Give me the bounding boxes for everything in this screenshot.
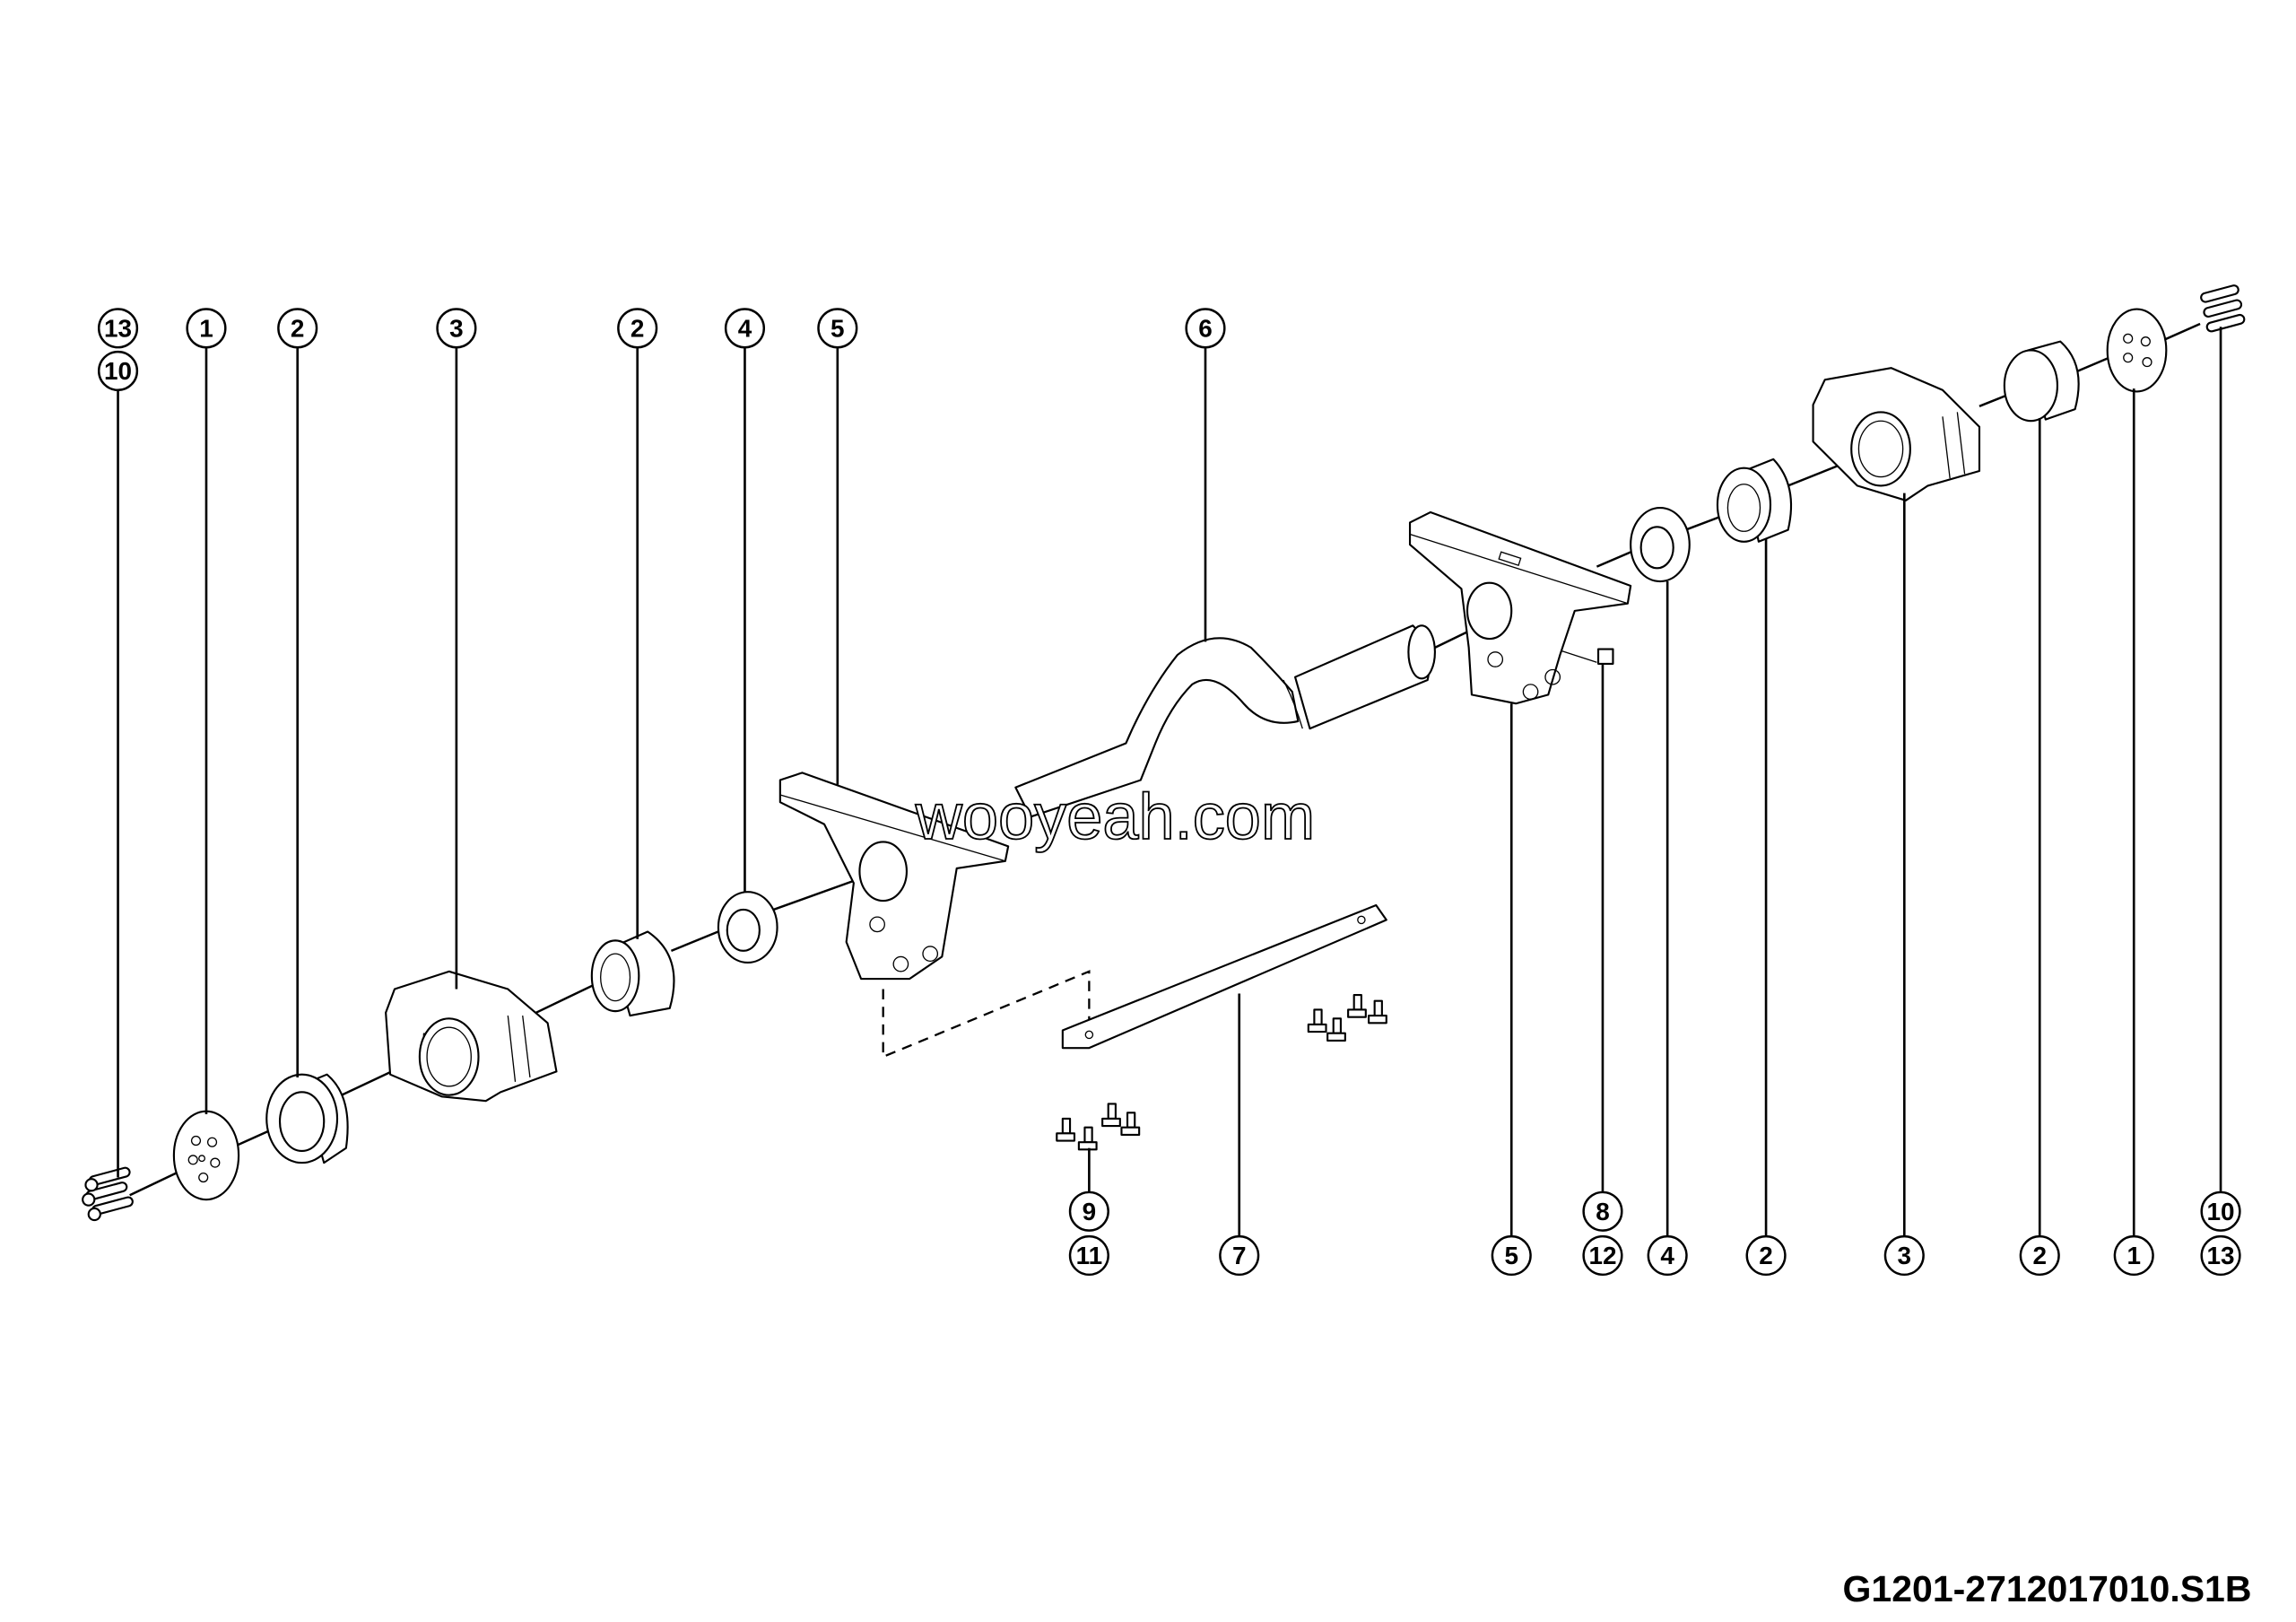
callout-label: 13 xyxy=(2207,1242,2235,1269)
callout-label: 9 xyxy=(1083,1198,1097,1225)
callout-9[interactable]: 9 xyxy=(1068,1190,1109,1232)
callout-10-bottom-right[interactable]: 10 xyxy=(2200,1190,2241,1232)
cover-disc-left xyxy=(172,1110,240,1201)
callout-12[interactable]: 12 xyxy=(1582,1234,1623,1277)
callout-3-bottom[interactable]: 3 xyxy=(1883,1234,1925,1277)
callout-13-top-left[interactable]: 13 xyxy=(97,308,139,349)
watermark: wooyeah.com xyxy=(915,781,1315,853)
callout-label: 6 xyxy=(1198,314,1213,342)
axle-bracket-left xyxy=(778,772,1010,981)
screws-set xyxy=(1056,994,1387,1151)
callout-1-top[interactable]: 1 xyxy=(186,308,227,349)
leader-lines xyxy=(117,327,2222,1237)
cover-disc-right xyxy=(2106,308,2168,393)
callout-label: 2 xyxy=(2032,1242,2047,1269)
thrust-washer-left xyxy=(717,891,778,964)
callout-5-top[interactable]: 5 xyxy=(817,308,858,349)
callout-label: 2 xyxy=(1759,1242,1773,1269)
callout-label: 2 xyxy=(631,314,645,342)
callout-8[interactable]: 8 xyxy=(1582,1190,1623,1232)
callout-label: 13 xyxy=(104,314,132,342)
bushing-left-inner xyxy=(590,930,675,1017)
bearing-block-left xyxy=(385,970,558,1103)
callout-label: 2 xyxy=(291,314,305,342)
support-bar xyxy=(1061,903,1387,1050)
callout-6-top[interactable]: 6 xyxy=(1185,308,1226,349)
callout-label: 4 xyxy=(738,314,752,342)
callout-4-bottom[interactable]: 4 xyxy=(1647,1234,1688,1277)
callout-label: 5 xyxy=(831,314,845,342)
callout-label: 3 xyxy=(1898,1242,1912,1269)
callout-label: 12 xyxy=(1588,1242,1616,1269)
bearing-block-right xyxy=(1812,367,1981,501)
callout-label: 7 xyxy=(1232,1242,1247,1269)
callout-label: 3 xyxy=(449,314,464,342)
bushing-right-outer xyxy=(2003,340,2080,423)
callout-13-bottom-right[interactable]: 13 xyxy=(2200,1234,2241,1277)
spacer-shim xyxy=(1596,648,1614,666)
callout-label: 4 xyxy=(1660,1242,1674,1269)
axle-tube xyxy=(1014,624,1436,818)
callout-7[interactable]: 7 xyxy=(1219,1234,1260,1277)
bushing-right-inner xyxy=(1716,458,1793,543)
callout-2-bottom-a[interactable]: 2 xyxy=(1745,1234,1787,1277)
callout-label: 8 xyxy=(1596,1198,1610,1225)
callout-2-top-a[interactable]: 2 xyxy=(277,308,318,349)
callout-label: 10 xyxy=(2207,1198,2235,1225)
callout-1-bottom[interactable]: 1 xyxy=(2113,1234,2154,1277)
callout-label: 1 xyxy=(2126,1242,2141,1269)
axle-bracket-right xyxy=(1408,510,1632,705)
drawing-code: G1201-2712017010.S1B xyxy=(1843,1568,2252,1609)
callout-2-top-b[interactable]: 2 xyxy=(617,308,658,349)
callout-3-top[interactable]: 3 xyxy=(436,308,477,349)
bushing-left-outer xyxy=(265,1073,349,1164)
callout-10-top-left[interactable]: 10 xyxy=(97,350,139,392)
callout-2-bottom-b[interactable]: 2 xyxy=(2019,1234,2060,1277)
callout-label: 1 xyxy=(199,314,213,342)
callout-5-bottom[interactable]: 5 xyxy=(1491,1234,1532,1277)
callout-11[interactable]: 11 xyxy=(1068,1234,1109,1277)
callout-4-top[interactable]: 4 xyxy=(724,308,766,349)
callout-label: 10 xyxy=(104,357,132,385)
callout-label: 11 xyxy=(1076,1242,1102,1269)
bolt-set-left xyxy=(82,1166,134,1222)
bolt-set-right xyxy=(2200,284,2246,333)
thrust-washer-right xyxy=(1630,506,1691,583)
callout-label: 5 xyxy=(1504,1242,1518,1269)
